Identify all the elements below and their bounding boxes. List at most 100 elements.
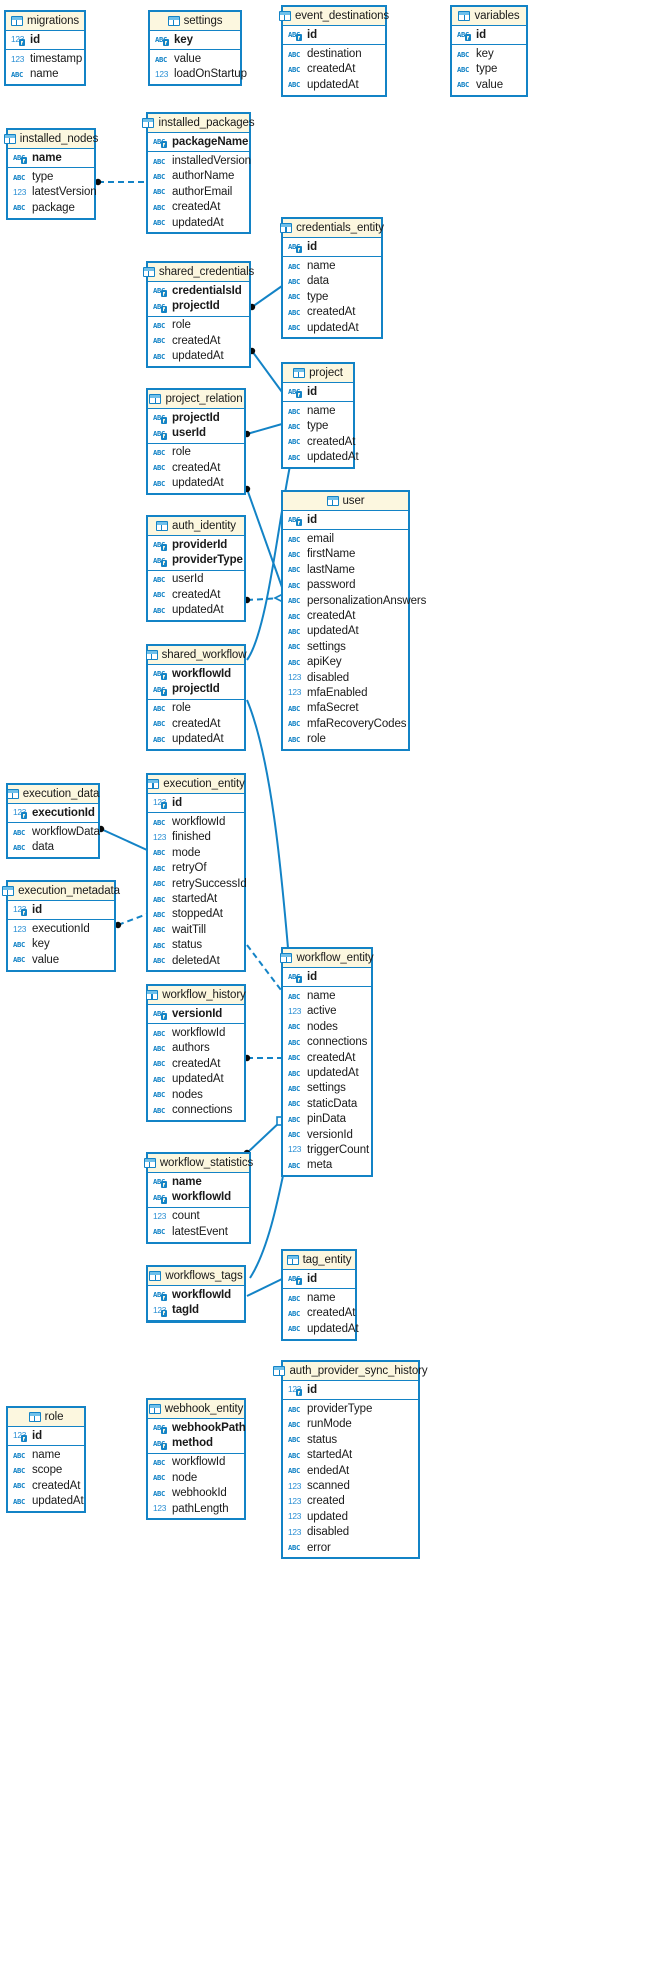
entity-header-execution_metadata[interactable]: execution_metadata	[2, 882, 120, 901]
entity-header-workflow_statistics[interactable]: workflow_statistics	[143, 1154, 253, 1173]
entity-header-event_destinations[interactable]: event_destinations	[278, 7, 389, 26]
entity-header-auth_provider_sync_history[interactable]: auth_provider_sync_history	[273, 1362, 428, 1381]
entity-header-installed_packages[interactable]: installed_packages	[142, 114, 255, 133]
entity-header-workflow_entity[interactable]: workflow_entity	[280, 949, 374, 968]
entity-header-variables[interactable]: variables	[452, 7, 526, 26]
entity-header-credentials_entity[interactable]: credentials_entity	[280, 219, 384, 238]
entity-header-role[interactable]: role	[8, 1408, 84, 1427]
entity-header-webhook_entity[interactable]: webhook_entity	[148, 1400, 244, 1419]
entity-header-workflows_tags[interactable]: workflows_tags	[148, 1267, 244, 1286]
